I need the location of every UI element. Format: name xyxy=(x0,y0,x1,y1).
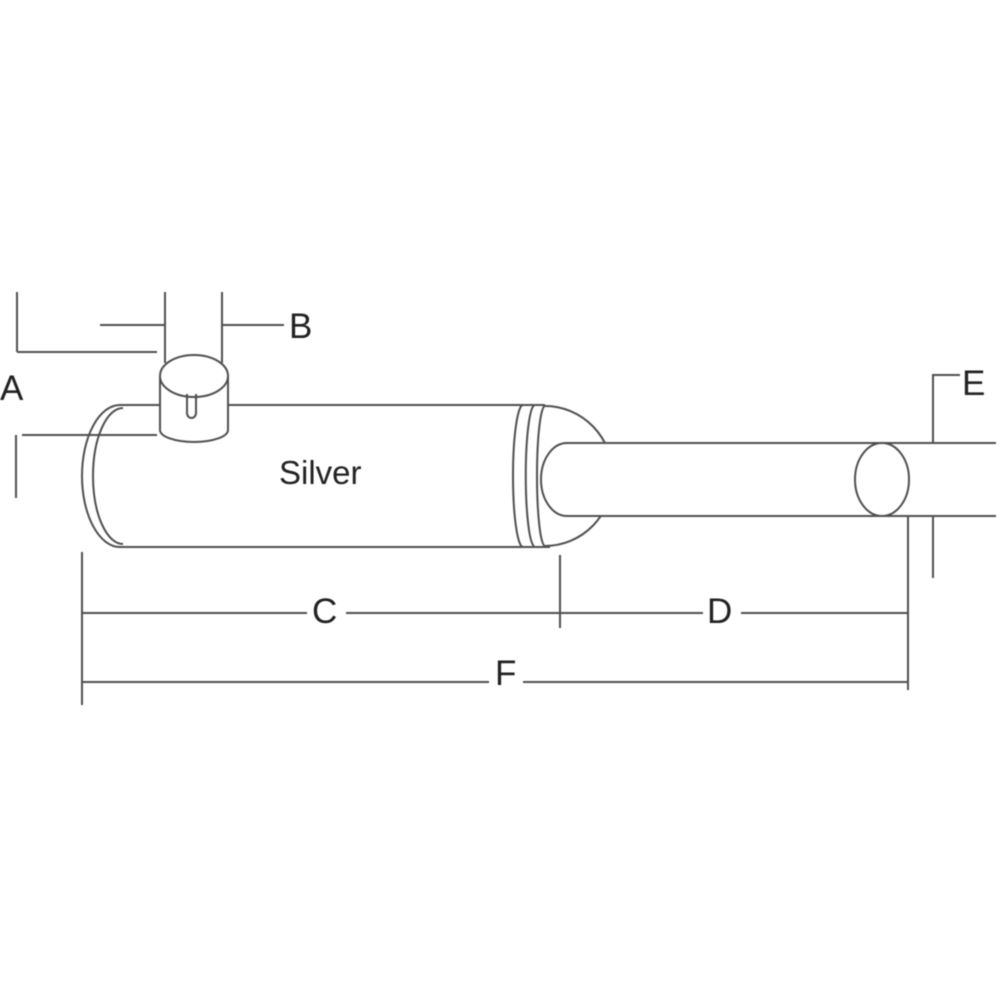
dimension-label-a: A xyxy=(0,369,24,408)
drawing-lines xyxy=(15,292,997,705)
dimension-label-d: D xyxy=(707,592,732,631)
inlet-pipe-bottom-arc xyxy=(159,429,229,443)
left-endcap-outer-arc xyxy=(81,404,121,548)
outlet-pipe xyxy=(540,442,997,517)
left-endcap-inner-arc xyxy=(92,407,124,545)
inlet-pipe-slot xyxy=(186,394,197,419)
outlet-pipe-entry-arc xyxy=(540,442,568,517)
dimension-b xyxy=(100,292,284,363)
dimension-label-e: E xyxy=(962,364,985,403)
dimension-extensions xyxy=(81,517,909,705)
dimension-a xyxy=(15,292,157,498)
outlet-pipe-end-ellipse xyxy=(854,442,910,517)
outlet-pipe-fill xyxy=(541,443,997,516)
labels: A B C D E F Silver xyxy=(0,307,985,693)
product-label: Silver xyxy=(279,454,362,491)
right-endcap-rim-arc-2 xyxy=(524,404,535,547)
inlet-pipe-fill xyxy=(160,355,228,442)
dimension-label-f: F xyxy=(495,654,516,693)
inlet-pipe xyxy=(159,354,229,443)
dimension-label-c: C xyxy=(312,592,337,631)
right-endcap-rim-arc-1 xyxy=(512,404,524,548)
dim-e-top-bracket xyxy=(932,374,960,443)
right-endcap-rim-arc-3 xyxy=(536,405,546,547)
dimension-label-b: B xyxy=(289,307,312,346)
dimension-e xyxy=(932,374,960,578)
